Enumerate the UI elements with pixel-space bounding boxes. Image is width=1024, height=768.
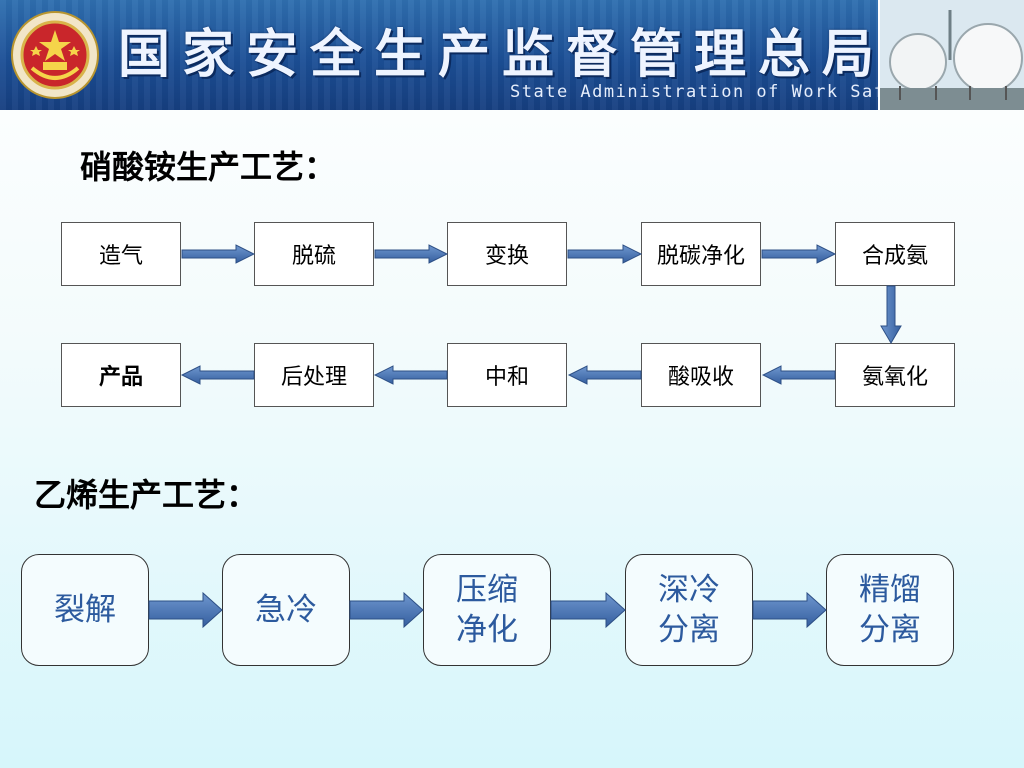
step-shift-conversion: 变换 bbox=[447, 222, 567, 286]
step-label-line1: 急冷 bbox=[255, 592, 317, 628]
arrow-left bbox=[567, 365, 642, 385]
header-banner: 国家安全生产监督管理总局 State Administration of Wor… bbox=[0, 0, 1024, 110]
arrow-left bbox=[761, 365, 836, 385]
header-background bbox=[0, 0, 1024, 110]
step-cracking: 裂解 bbox=[21, 554, 149, 666]
arrow-down bbox=[880, 285, 902, 344]
header-title: 国家安全生产监督管理总局 bbox=[118, 24, 887, 85]
step-post-processing: 后处理 bbox=[254, 343, 374, 407]
step-compression-purification: 压缩 净化 bbox=[423, 554, 551, 666]
arrow-right bbox=[567, 244, 643, 264]
step-label-line2: 分离 bbox=[658, 612, 720, 648]
arrow-right bbox=[752, 591, 827, 629]
step-quenching: 急冷 bbox=[222, 554, 350, 666]
national-emblem-icon bbox=[11, 11, 99, 99]
step-label-line1: 深冷 bbox=[658, 572, 720, 608]
ammonium-nitrate-heading: 硝酸铵生产工艺： bbox=[80, 148, 337, 186]
step-ammonia-synthesis: 合成氨 bbox=[835, 222, 955, 286]
arrow-right bbox=[148, 591, 223, 629]
step-distillation-separation: 精馏 分离 bbox=[826, 554, 954, 666]
arrow-left bbox=[180, 365, 255, 385]
arrow-right bbox=[374, 244, 449, 264]
arrow-right bbox=[550, 591, 626, 629]
step-product: 产品 bbox=[61, 343, 181, 407]
step-ammonia-oxidation: 氨氧化 bbox=[835, 343, 955, 407]
step-gas-making: 造气 bbox=[61, 222, 181, 286]
ethylene-heading: 乙烯生产工艺： bbox=[34, 476, 259, 514]
arrow-right bbox=[761, 244, 837, 264]
step-decarbonization: 脱碳净化 bbox=[641, 222, 761, 286]
step-label-line1: 精馏 bbox=[859, 572, 921, 608]
step-label-line1: 裂解 bbox=[54, 592, 116, 628]
arrow-left bbox=[373, 365, 448, 385]
step-label-line2: 净化 bbox=[456, 612, 518, 648]
step-neutralization: 中和 bbox=[447, 343, 567, 407]
storage-tanks-photo bbox=[878, 0, 1024, 110]
step-label-line2: 分离 bbox=[859, 612, 921, 648]
header-subtitle: State Administration of Work Safety bbox=[510, 82, 921, 102]
step-acid-absorption: 酸吸收 bbox=[641, 343, 761, 407]
step-label-line1: 压缩 bbox=[456, 572, 518, 608]
arrow-right bbox=[349, 591, 424, 629]
step-desulfurization: 脱硫 bbox=[254, 222, 374, 286]
arrow-right bbox=[181, 244, 256, 264]
